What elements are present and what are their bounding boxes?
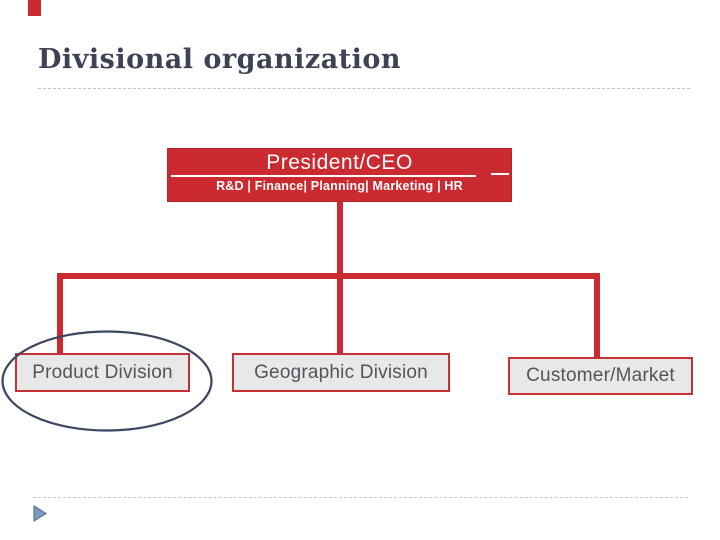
president-underline [171,175,476,177]
connector-right-drop [594,273,600,359]
org-node-president-departments: R&D | Finance| Planning| Marketing | HR [216,179,463,193]
title-divider [38,88,690,89]
page-title: Divisional organization [38,44,402,75]
org-node-product-division: Product Division [15,353,190,392]
play-triangle-icon[interactable] [33,505,48,522]
org-node-product-division-label: Product Division [32,361,173,383]
connector-horizontal-rail [57,273,600,279]
footer-divider [33,497,688,498]
org-node-president: President/CEO R&D | Finance| Planning| M… [167,148,512,202]
org-node-president-title: President/CEO [266,151,413,174]
org-node-geographic-division-label: Geographic Division [254,361,428,383]
slide-accent-bar [28,0,41,16]
connector-trunk-vertical [337,202,343,358]
org-node-geographic-division: Geographic Division [232,353,450,392]
connector-left-drop [57,273,63,356]
org-node-customer-market-label: Customer/Market [526,365,675,386]
president-underline-dash [491,173,509,175]
org-node-customer-market: Customer/Market [508,357,693,395]
